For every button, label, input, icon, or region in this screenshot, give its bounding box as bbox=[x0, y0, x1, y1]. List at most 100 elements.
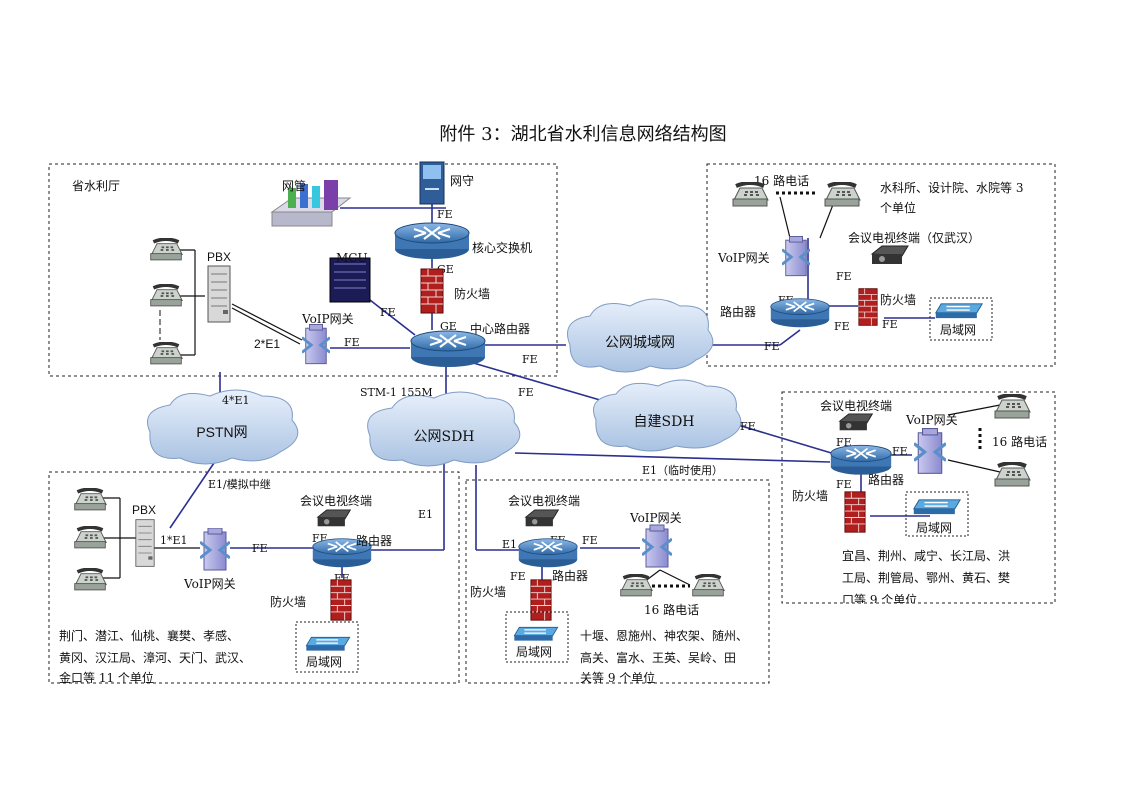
mid-video-terminal-label: 会议电视终端 bbox=[508, 493, 580, 508]
east-desc-line3: 口等 9 个单位 bbox=[842, 592, 917, 607]
core-switch-icon bbox=[394, 222, 470, 260]
region-east-frame bbox=[781, 391, 1056, 604]
mid-desc-line3: 关等 9 个单位 bbox=[580, 670, 655, 685]
region-wuhan-frame bbox=[706, 163, 1056, 367]
mid-lan-label: 局域网 bbox=[516, 645, 552, 659]
west-firewall-label: 防火墙 bbox=[270, 594, 306, 609]
mid-phone-2-icon bbox=[690, 574, 726, 598]
wuhan-phone-1-icon bbox=[731, 182, 770, 208]
east-router-label: 路由器 bbox=[868, 472, 904, 487]
region-hq-frame bbox=[48, 163, 558, 377]
cloud-metro-label: 公网城域网 bbox=[605, 335, 675, 351]
fe-label-mid-voip: FE bbox=[582, 534, 598, 547]
west-phone-1-icon bbox=[72, 488, 108, 512]
cloud-public-sdh: 公网SDH bbox=[367, 391, 521, 467]
hq-pbx-icon bbox=[207, 265, 231, 323]
east-lan-frame bbox=[905, 491, 969, 537]
hq-voip-label: VoIP网关 bbox=[301, 312, 354, 326]
mid-voip-icon bbox=[642, 524, 672, 569]
wuhan-lan-switch-icon bbox=[935, 303, 983, 319]
wuhan-voip-label: VoIP网关 bbox=[717, 251, 770, 265]
west-voip-label: VoIP网关 bbox=[183, 577, 236, 591]
hq-region-label: 省水利厅 bbox=[72, 179, 120, 193]
fe-label-mcu: FE bbox=[380, 306, 396, 319]
hq-voip-icon bbox=[302, 324, 330, 366]
east-router-icon bbox=[830, 444, 892, 476]
west-pbx-icon bbox=[135, 519, 155, 567]
west-desc-line2: 黄冈、汉江局、漳河、天门、武汉、 bbox=[59, 650, 251, 665]
fe-label-west-voip: FE bbox=[252, 542, 268, 555]
core-switch-label: 核心交换机 bbox=[472, 240, 532, 255]
fe-label-hq-voip: FE bbox=[344, 336, 360, 349]
nms-workstation-icon bbox=[270, 180, 352, 227]
east-voip-label: VoIP网关 bbox=[905, 413, 958, 427]
fe-label-wuhan-vc: FE bbox=[836, 270, 852, 283]
east-video-terminal-label: 会议电视终端 bbox=[820, 398, 892, 413]
region-frames bbox=[48, 163, 1056, 684]
mid-router-icon bbox=[518, 538, 578, 568]
hq-phone-2-icon bbox=[148, 284, 184, 308]
west-video-terminal-label: 会议电视终端 bbox=[300, 493, 372, 508]
hq-firewall-icon bbox=[420, 268, 444, 314]
wuhan-lan-label: 局域网 bbox=[940, 323, 976, 337]
east-desc-line2: 工局、荆管局、鄂州、黄石、樊 bbox=[842, 570, 1010, 585]
fe-label-guard: FE bbox=[437, 208, 453, 221]
mid-desc-line2: 高关、富水、王英、吴岭、田 bbox=[580, 650, 736, 665]
nms-label: 网管 bbox=[282, 178, 306, 193]
e1-analog-label: E1/模拟中继 bbox=[208, 477, 271, 491]
cloud-private-sdh-label: 自建SDH bbox=[633, 414, 694, 430]
east-firewall-label: 防火墙 bbox=[792, 488, 828, 503]
fe-label-east-sdh: FE bbox=[740, 420, 756, 433]
e1x4-label: 4*E1 bbox=[222, 394, 250, 407]
region-west-frame bbox=[48, 471, 460, 684]
mcu-label: MCU bbox=[336, 251, 368, 265]
center-router-icon bbox=[410, 330, 486, 368]
fe-label-metro: FE bbox=[522, 353, 538, 366]
wuhan-desc-line1: 水科所、设计院、水院等 3 bbox=[880, 181, 1023, 195]
west-phone-2-icon bbox=[72, 526, 108, 550]
hq-pbx-label: PBX bbox=[207, 250, 231, 264]
mid-router-label: 路由器 bbox=[552, 568, 588, 583]
cloud-metro: 公网城域网 bbox=[567, 298, 714, 373]
east-video-terminal-icon bbox=[839, 413, 873, 431]
mid-desc-line1: 十堰、恩施州、神农架、随州、 bbox=[580, 628, 748, 643]
mid-firewall-label: 防火墙 bbox=[470, 584, 506, 599]
wuhan-phone-2-icon bbox=[823, 182, 862, 208]
center-router-label: 中心路由器 bbox=[470, 321, 530, 336]
pbx-trunk-lines bbox=[98, 196, 1001, 586]
fe-label-wuhan-fw: FE bbox=[834, 320, 850, 333]
guard-server-icon bbox=[419, 161, 445, 205]
mid-video-terminal-icon bbox=[525, 509, 559, 527]
wuhan-phones-label: 16 路电话 bbox=[754, 173, 809, 188]
west-firewall-icon bbox=[330, 579, 352, 621]
west-desc-line1: 荆门、潜江、仙桃、襄樊、孝感、 bbox=[59, 628, 239, 643]
mcu-icon bbox=[329, 257, 371, 303]
wuhan-router-icon bbox=[770, 298, 830, 328]
west-pbx-label: PBX bbox=[132, 503, 156, 517]
cloud-pstn: PSTN网 bbox=[147, 389, 299, 465]
fe-label-mid-fw: FE bbox=[510, 570, 526, 583]
wuhan-voip-icon bbox=[782, 236, 810, 278]
phone-dotted-links bbox=[159, 191, 982, 588]
hq-firewall-label: 防火墙 bbox=[454, 286, 490, 301]
mid-phone-1-icon bbox=[618, 574, 654, 598]
hq-phone-3-icon bbox=[148, 342, 184, 366]
west-desc-line3: 金口等 11 个单位 bbox=[59, 670, 154, 685]
mid-voip-label: VoIP网关 bbox=[629, 511, 682, 525]
west-phone-3-icon bbox=[72, 568, 108, 592]
cloud-private-sdh: 自建SDH bbox=[593, 379, 742, 452]
page-title: 附件 3：湖北省水利信息网络结构图 bbox=[439, 124, 726, 145]
fe-label-east-fw: FE bbox=[836, 478, 852, 491]
wuhan-router-label: 路由器 bbox=[720, 304, 756, 319]
e1-label-west: E1 bbox=[418, 508, 433, 521]
fe-label-east-voip: FE bbox=[892, 445, 908, 458]
east-desc-line1: 宜昌、荆州、咸宁、长江局、洪 bbox=[842, 548, 1010, 563]
wuhan-video-terminal-label: 会议电视终端（仅武汉） bbox=[848, 230, 980, 245]
wuhan-firewall-icon bbox=[858, 288, 878, 326]
mid-firewall-icon bbox=[530, 579, 552, 621]
fe-label-private-sdh: FE bbox=[518, 386, 534, 399]
east-voip-icon bbox=[914, 428, 946, 475]
east-phone-1-icon bbox=[993, 394, 1032, 420]
east-firewall-icon bbox=[844, 491, 866, 533]
